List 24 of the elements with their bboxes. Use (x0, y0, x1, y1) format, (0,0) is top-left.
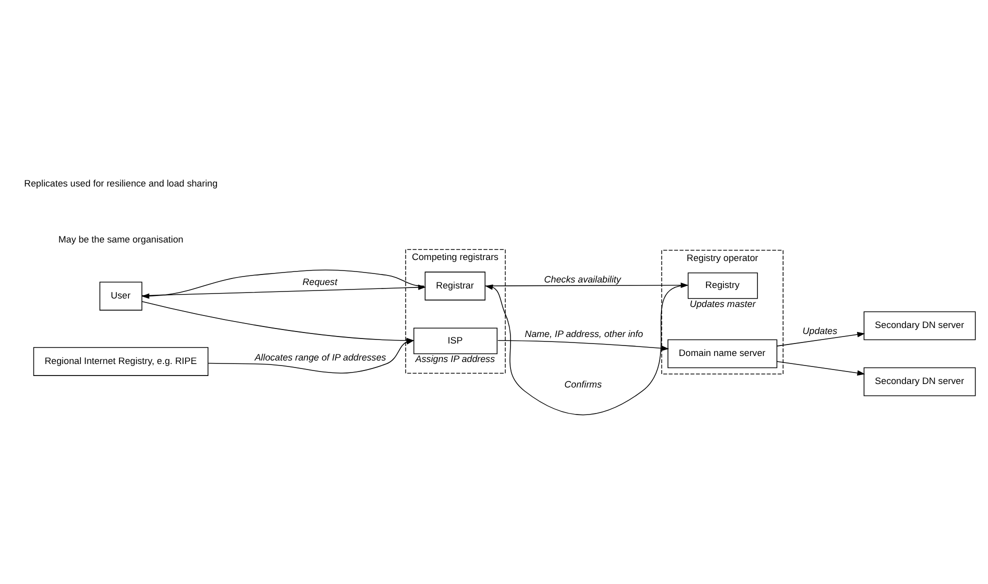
arrow (776, 331, 866, 346)
edge-label: Checks availability (544, 274, 621, 284)
edge-label: Request (302, 276, 338, 286)
node-box: Registry (688, 272, 758, 298)
node-box: Registrar (424, 271, 486, 300)
node-box: Secondary DN server (864, 310, 976, 340)
edge-label: Name, IP address, other info (524, 328, 644, 339)
node-box: Domain name server (668, 338, 778, 368)
edge-label: Allocates range of IP addresses (254, 352, 386, 362)
node-box: Secondary DN server (864, 366, 976, 396)
arrow (498, 340, 670, 350)
label: Replicates used for resilience and load sharing (24, 178, 218, 188)
node-box: ISP (413, 327, 498, 354)
arrow (142, 284, 426, 296)
node-box: Regional Internet Registry, e.g. RIPE (33, 346, 208, 376)
edge-label: Updates (802, 326, 838, 336)
arrow (776, 360, 866, 376)
arrow (208, 338, 414, 373)
label: May be the same organisation (58, 234, 184, 244)
arrow (485, 284, 688, 415)
edge-label: Confirms (564, 379, 602, 390)
node-box: User (99, 281, 142, 310)
node-label: Assigns IP address (415, 354, 495, 364)
node-label: Updates master (690, 298, 756, 308)
